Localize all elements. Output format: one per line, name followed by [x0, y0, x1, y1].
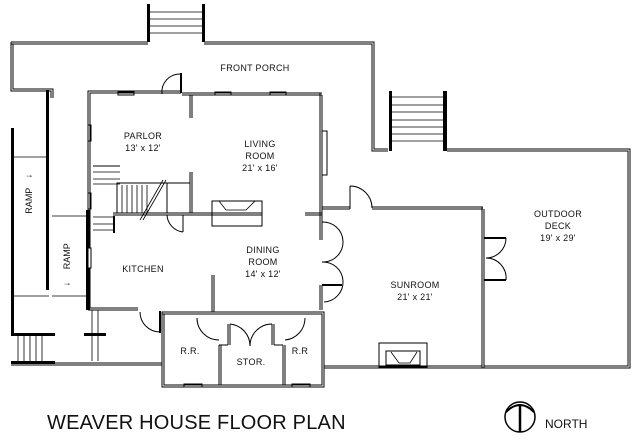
room-restroom-right: R.R: [285, 345, 315, 357]
parlor-size: 13' x 12': [125, 143, 161, 153]
room-dining-room: DINING ROOM 14' x 12': [228, 244, 298, 280]
deck-outline: [447, 148, 631, 369]
room-front-porch: FRONT PORCH: [200, 62, 310, 74]
kitchen-label: KITCHEN: [122, 264, 164, 274]
outdoor-deck-label-1: OUTDOOR: [533, 209, 583, 219]
room-parlor: PARLOR 13' x 12': [108, 130, 178, 154]
deck-stairs: [389, 91, 447, 151]
front-stairs: [147, 4, 205, 42]
room-outdoor-deck: OUTDOOR DECK 19' x 29': [518, 208, 598, 244]
ramp-structure: [11, 90, 162, 366]
house-walls: [86, 73, 344, 388]
front-porch-label: FRONT PORCH: [220, 63, 290, 73]
sunroom-size: 21' x 21': [397, 292, 433, 302]
room-kitchen: KITCHEN: [108, 263, 178, 275]
room-sunroom: SUNROOM 21' x 21': [375, 279, 455, 303]
sunroom-walls: [322, 185, 507, 369]
ramp-1-text: RAMP: [24, 187, 34, 214]
restroom-right-label: R.R: [291, 346, 309, 356]
north-label: NORTH: [545, 417, 588, 431]
sunroom-label: SUNROOM: [390, 280, 440, 290]
ramp-label-2: → RAMP: [62, 240, 76, 290]
dining-room-label-1: DINING: [246, 245, 280, 255]
outdoor-deck-size: 19' x 29': [540, 233, 576, 243]
living-room-size: 21' x 16': [242, 163, 278, 173]
north-arrow-icon: [504, 401, 536, 433]
outdoor-deck-label-2: DECK: [544, 221, 572, 231]
restroom-left-label: R.R.: [180, 346, 200, 356]
plan-title: WEAVER HOUSE FLOOR PLAN: [47, 412, 346, 434]
ramp-2-text: RAMP: [62, 243, 72, 270]
room-storage: STOR.: [225, 356, 277, 368]
ramp-label-1: RAMP →: [24, 167, 38, 217]
dining-room-label-2: ROOM: [248, 257, 278, 267]
room-living-room: LIVING ROOM 21' x 16': [225, 138, 295, 174]
parlor-label: PARLOR: [123, 131, 163, 141]
room-restroom-left: R.R.: [170, 345, 210, 357]
dining-room-size: 14' x 12': [245, 269, 281, 279]
ramp-2-arrow-icon: →: [62, 277, 72, 288]
living-room-label-2: ROOM: [245, 151, 275, 161]
front-porch-outline: [10, 41, 388, 152]
ramp-1-arrow-icon: →: [24, 169, 34, 180]
living-room-label-1: LIVING: [244, 139, 276, 149]
storage-label: STOR.: [236, 357, 266, 367]
